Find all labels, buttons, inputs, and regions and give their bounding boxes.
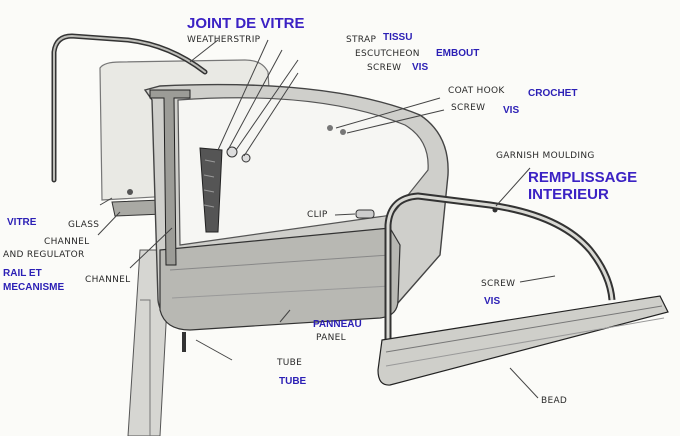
label-vis-right: VIS bbox=[484, 296, 501, 307]
label-escutcheon: ESCUTCHEON bbox=[355, 49, 420, 59]
escutcheon bbox=[226, 146, 238, 158]
label-clip: CLIP bbox=[307, 210, 328, 220]
regulator-bolt bbox=[127, 189, 133, 195]
label-screw-top: SCREW bbox=[367, 63, 402, 73]
coat-hook bbox=[327, 125, 333, 131]
label-panneau: PANNEAU bbox=[313, 319, 362, 330]
strap bbox=[199, 147, 223, 233]
label-garnish-moulding: GARNISH MOULDING bbox=[496, 151, 595, 161]
label-channel-regulator-2: AND REGULATOR bbox=[3, 250, 85, 260]
label-bead: BEAD bbox=[541, 396, 568, 406]
label-panel: PANEL bbox=[316, 333, 346, 343]
label-vitre: VITRE bbox=[7, 217, 37, 228]
label-rail-1: RAIL ET bbox=[3, 268, 42, 279]
label-joint-de-vitre: JOINT DE VITRE bbox=[187, 15, 305, 32]
label-tube: TUBE bbox=[277, 358, 303, 368]
label-crochet: CROCHET bbox=[528, 88, 578, 99]
label-strap: STRAP bbox=[346, 35, 377, 45]
label-coat-hook: COAT HOOK bbox=[448, 86, 505, 96]
label-vis-hook: VIS bbox=[503, 105, 520, 116]
label-screw-right: SCREW bbox=[481, 279, 516, 289]
label-embout: EMBOUT bbox=[436, 48, 480, 59]
label-channel: CHANNEL bbox=[85, 275, 131, 285]
clip bbox=[355, 209, 375, 219]
label-remplissage-1: REMPLISSAGE bbox=[528, 169, 638, 186]
label-weatherstrip: WEATHERSTRIP bbox=[187, 35, 261, 45]
label-channel-regulator-1: CHANNEL bbox=[44, 237, 90, 247]
label-vis-top: VIS bbox=[412, 62, 429, 73]
label-tissu: TISSU bbox=[383, 32, 413, 43]
door-window-opening bbox=[177, 97, 429, 246]
channel bbox=[149, 89, 191, 266]
pillar-lower bbox=[140, 299, 151, 436]
door-panel bbox=[159, 227, 401, 331]
label-rail-2: MECANISME bbox=[3, 282, 65, 293]
label-glass: GLASS bbox=[68, 220, 100, 230]
label-remplissage-2: INTERIEUR bbox=[528, 186, 609, 203]
label-tube-fr: TUBE bbox=[279, 376, 307, 387]
label-screw-hook: SCREW bbox=[451, 103, 486, 113]
bead bbox=[377, 295, 669, 386]
